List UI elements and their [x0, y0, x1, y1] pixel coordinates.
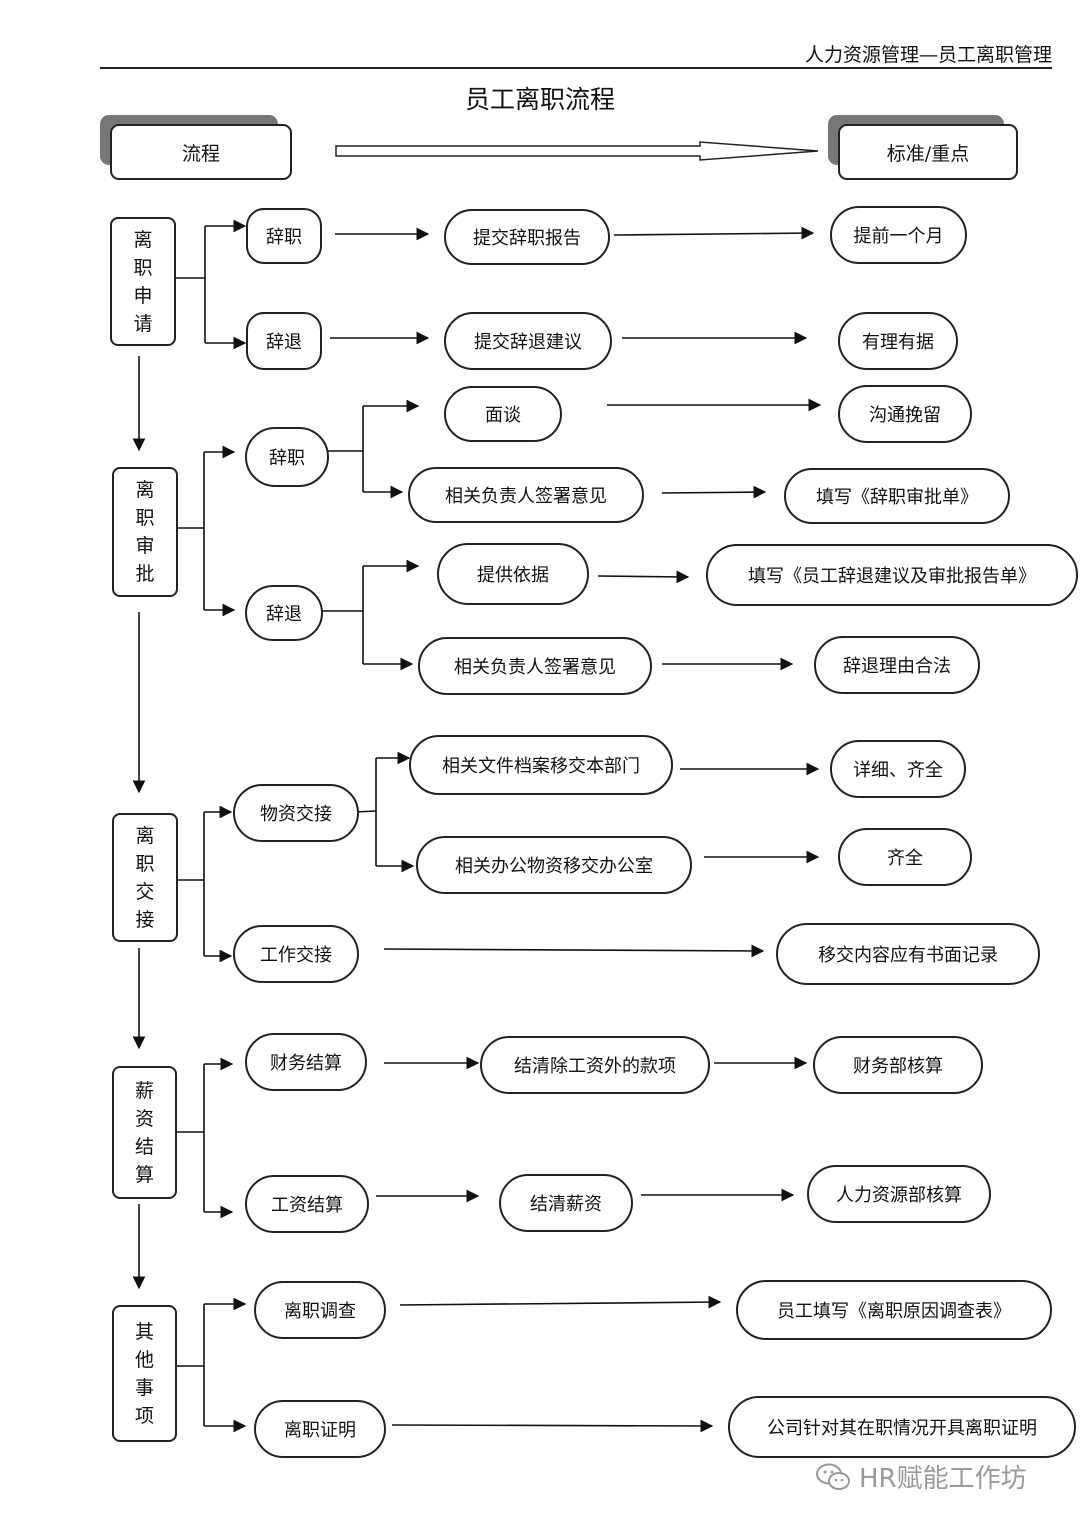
node-materials-handover: 物资交接 [233, 784, 359, 842]
stage-char: 批 [135, 563, 155, 585]
node-fill-exit-survey: 员工填写《离职原因调查表》 [736, 1280, 1052, 1340]
node-communicate-retain: 沟通挽留 [838, 385, 972, 443]
stage-char: 请 [133, 312, 153, 335]
node-work-handover: 工作交接 [233, 925, 359, 983]
node-one-month-notice: 提前一个月 [830, 206, 967, 264]
node-settle-salary: 结清薪资 [499, 1174, 633, 1232]
stage-char: 结 [134, 1135, 154, 1158]
node-dismiss: 辞退 [246, 312, 322, 370]
stage-char: 资 [134, 1107, 154, 1130]
header-text: 人力资源管理—员工离职管理 [804, 44, 1052, 66]
page-title: 员工离职流程 [464, 85, 615, 114]
legend-standard: 标准/重点 [838, 124, 1018, 180]
stage-char: 接 [135, 908, 155, 931]
node-detailed-complete: 详细、齐全 [830, 740, 966, 798]
node-separation-certificate: 离职证明 [254, 1400, 386, 1458]
node-complete: 齐全 [838, 828, 972, 886]
stage-salary-settlement: 薪 资 结 算 [112, 1066, 177, 1199]
node-lawful-dismissal-reason: 辞退理由合法 [814, 636, 980, 694]
stage-char: 其 [134, 1320, 154, 1343]
stage-char: 申 [133, 284, 153, 307]
node-fill-resignation-form: 填写《辞职审批单》 [784, 468, 1010, 524]
watermark-text: HR赋能工作坊 [859, 1464, 1027, 1494]
node-resign-approval: 辞职 [245, 427, 329, 487]
node-well-grounded: 有理有据 [838, 312, 958, 370]
stage-char: 离 [135, 824, 155, 847]
node-finance-dept-check: 财务部核算 [813, 1036, 983, 1094]
stage-char: 薪 [134, 1079, 154, 1102]
stage-other-matters: 其 他 事 项 [112, 1305, 177, 1442]
stage-char: 他 [134, 1348, 154, 1371]
stage-resignation-application: 离 职 申 请 [110, 217, 176, 346]
node-interview: 面谈 [444, 386, 562, 442]
stage-char: 职 [133, 256, 153, 279]
node-settle-non-wage: 结清除工资外的款项 [480, 1036, 710, 1094]
node-written-record: 移交内容应有书面记录 [776, 923, 1040, 985]
stage-resignation-approval: 离 职 审 批 [112, 467, 178, 597]
node-dismiss-sign-opinion: 相关负责人签署意见 [418, 637, 652, 695]
stage-char: 项 [134, 1404, 154, 1427]
stage-char: 职 [135, 507, 155, 529]
node-wage-settlement: 工资结算 [245, 1175, 369, 1233]
stage-char: 事 [134, 1376, 154, 1399]
node-exit-survey: 离职调查 [254, 1281, 386, 1339]
stage-char: 审 [135, 535, 155, 557]
wechat-icon [816, 1463, 850, 1490]
node-office-supplies-to-office: 相关办公物资移交办公室 [416, 836, 692, 894]
node-dismiss-approval: 辞退 [245, 585, 323, 641]
legend-process: 流程 [110, 124, 292, 180]
node-submit-resignation-report: 提交辞职报告 [444, 209, 610, 265]
node-fill-dismissal-report: 填写《员工辞退建议及审批报告单》 [706, 544, 1078, 606]
stage-char: 离 [133, 228, 153, 251]
stage-char: 交 [135, 880, 155, 903]
stage-char: 离 [135, 479, 155, 501]
node-files-to-department: 相关文件档案移交本部门 [409, 735, 673, 795]
node-submit-dismissal-proposal: 提交辞退建议 [444, 312, 612, 370]
header-rule [100, 67, 1052, 69]
watermark: HR赋能工作坊 [815, 1458, 1027, 1495]
stage-char: 算 [134, 1163, 154, 1186]
stage-char: 职 [135, 852, 155, 875]
node-provide-basis: 提供依据 [437, 543, 589, 605]
node-resign: 辞职 [246, 208, 322, 264]
stage-handover: 离 职 交 接 [112, 813, 178, 942]
node-issue-certificate: 公司针对其在职情况开具离职证明 [728, 1396, 1076, 1458]
node-resign-sign-opinion: 相关负责人签署意见 [408, 467, 644, 523]
node-financial-settlement: 财务结算 [245, 1033, 367, 1091]
node-hr-dept-check: 人力资源部核算 [807, 1165, 991, 1223]
